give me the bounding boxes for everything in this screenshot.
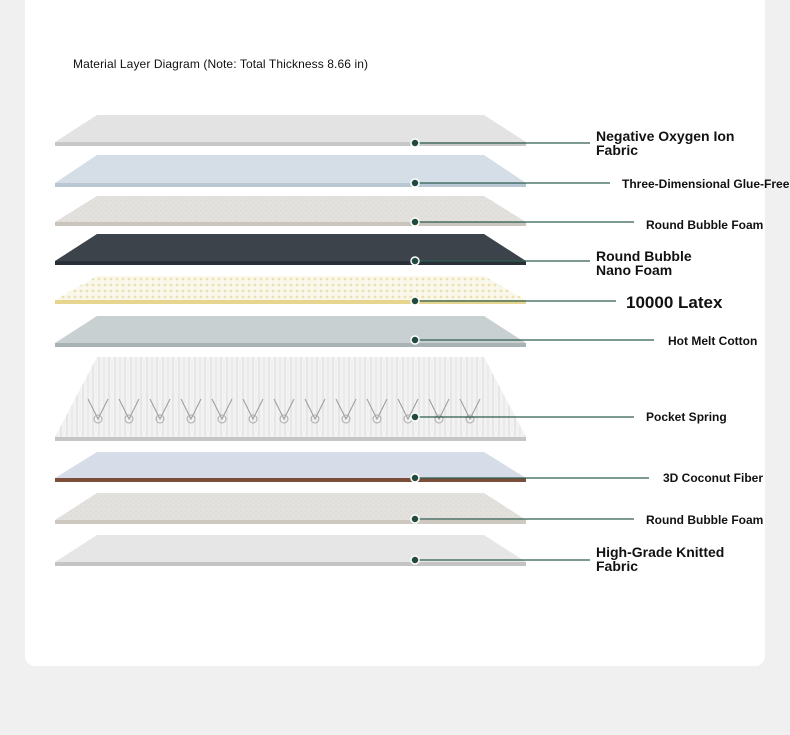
- spring-ring: [434, 414, 444, 424]
- spring-coil: [273, 398, 295, 421]
- layer-face: [55, 155, 526, 183]
- spring-coil: [118, 398, 140, 421]
- label-pocket-spring: Pocket Spring: [646, 411, 727, 423]
- layer-round-bubble-foam-bottom: [55, 493, 634, 524]
- label-line: 3D Coconut Fiber: [663, 471, 764, 485]
- layer-three-dimensional-glue-free-cotton: [55, 155, 610, 188]
- spring-ring: [248, 414, 258, 424]
- label-line: High-Grade Knitted: [596, 544, 725, 560]
- label-round-bubble-foam-bottom: Round Bubble Foam: [646, 514, 763, 526]
- spring-coil: [242, 398, 264, 421]
- layer-face: [55, 196, 526, 222]
- layer-latex: [55, 276, 616, 306]
- leader-dot: [410, 296, 420, 306]
- spring-coil: [211, 398, 233, 421]
- layer-face: [55, 115, 526, 142]
- layer-tint: [55, 276, 526, 300]
- leader-dot: [410, 178, 420, 188]
- spring-coil: [428, 398, 450, 421]
- spring-coil: [180, 398, 202, 421]
- layer-round-bubble-nano-foam: [55, 234, 590, 266]
- layer-round-bubble-foam-top: [55, 196, 634, 227]
- label-line: Round Bubble Foam: [646, 513, 764, 527]
- leader-dot: [410, 555, 420, 565]
- label-3d-coconut-fiber: 3D Coconut Fiber: [663, 472, 763, 484]
- diagram-title: Material Layer Diagram (Note: Total Thic…: [73, 57, 369, 71]
- label-line: Negative Oxygen Ion: [596, 128, 735, 144]
- layer-high-grade-knitted-fabric: [55, 535, 590, 566]
- layer-edge: [55, 437, 526, 441]
- label-line: Fabric: [596, 142, 639, 158]
- label-latex: 10000 Latex: [626, 294, 722, 311]
- layer-face: [55, 452, 526, 478]
- leader-dot: [410, 514, 420, 524]
- spring-ring: [217, 414, 227, 424]
- layer-tint: [55, 196, 526, 222]
- layer-tint: [55, 357, 526, 437]
- spring-ring: [279, 414, 289, 424]
- label-round-bubble-foam-top: Round Bubble Foam: [646, 219, 763, 231]
- layer-edge: [55, 142, 526, 146]
- spring-coil: [366, 398, 388, 421]
- layer-tint: [55, 493, 526, 520]
- layer-pocket-spring: [55, 357, 634, 441]
- spring-coil: [87, 398, 109, 421]
- label-line: Nano Foam: [596, 262, 673, 278]
- spring-coil: [459, 398, 481, 421]
- label-hot-melt-cotton: Hot Melt Cotton: [668, 335, 757, 347]
- layer-face: [55, 234, 526, 261]
- spring-coil: [335, 398, 357, 421]
- layer-face: [55, 535, 526, 562]
- layer-edge: [55, 520, 526, 524]
- layer-edge: [55, 183, 526, 187]
- layer-negative-oxygen-ion-fabric: [55, 115, 590, 148]
- spring-coil: [397, 398, 419, 421]
- layer-edge: [55, 300, 526, 304]
- leader-dot: [410, 138, 420, 148]
- spring-ring: [186, 414, 196, 424]
- spring-ring: [341, 414, 351, 424]
- layer-hot-melt-cotton: [55, 316, 654, 347]
- label-line: Three-Dimensional Glue-Free Cotton: [622, 177, 790, 191]
- leader-dot: [410, 473, 420, 483]
- leader-dot: [410, 412, 420, 422]
- spring-coil: [304, 398, 326, 421]
- leader-dot: [410, 256, 420, 266]
- spring-coil: [149, 398, 171, 421]
- layer-edge: [55, 343, 526, 347]
- label-line: Round Bubble Foam: [646, 218, 764, 232]
- layer-face: [55, 493, 526, 520]
- layer-edge: [55, 478, 526, 482]
- spring-ring: [93, 414, 103, 424]
- spring-ring: [124, 414, 134, 424]
- layer-edge: [55, 261, 526, 265]
- leader-dot: [410, 335, 420, 345]
- label-line: Fabric: [596, 558, 639, 574]
- spring-ring: [465, 414, 475, 424]
- label-line: Hot Melt Cotton: [668, 334, 758, 348]
- layer-edge: [55, 562, 526, 566]
- spring-ring: [155, 414, 165, 424]
- label-three-dimensional-glue-free-cotton: Three-Dimensional Glue-Free Cotton: [622, 178, 790, 190]
- spring-ring: [372, 414, 382, 424]
- layer-face: [55, 357, 526, 437]
- layer-face: [55, 276, 526, 300]
- layer-face: [55, 316, 526, 343]
- label-line: Round Bubble: [596, 248, 692, 264]
- leader-dot: [410, 217, 420, 227]
- label-line: 10000 Latex: [626, 293, 723, 312]
- spring-ring: [310, 414, 320, 424]
- label-line: Pocket Spring: [646, 410, 727, 424]
- layer-3d-coconut-fiber: [55, 452, 649, 483]
- layer-edge: [55, 222, 526, 226]
